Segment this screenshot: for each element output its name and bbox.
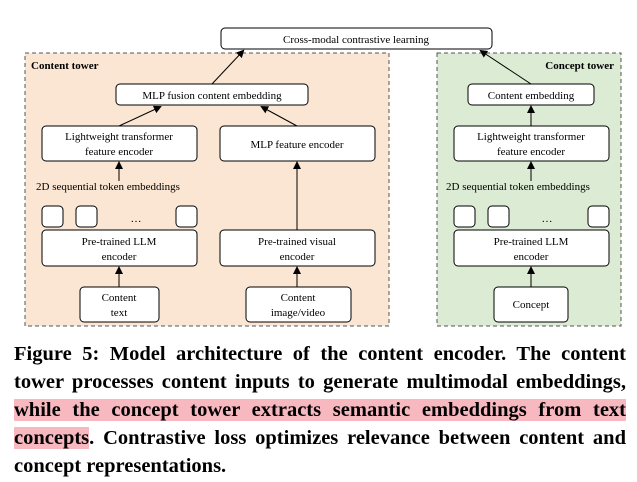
concept-token-box — [453, 205, 476, 228]
arrow-mlp-feature-to-fusion — [260, 106, 298, 127]
visual-encoder-label-line1: Pre-trained visual — [258, 236, 336, 248]
concept-llm-label-line1: Pre-trained LLM — [494, 236, 569, 248]
architecture-diagram: Content tower Concept tower Cross-modal … — [24, 27, 622, 327]
concept-transformer-label-line2: feature encoder — [497, 146, 565, 158]
arrow-transformer-to-fusion — [118, 105, 162, 127]
content-transformer-label-line2: feature encoder — [85, 146, 153, 158]
arrow-mlp-fusion-to-top — [211, 49, 245, 85]
concept-llm-label-line2: encoder — [514, 251, 549, 263]
content-image-label-line1: Content — [281, 292, 316, 304]
contrastive-learning-label: Cross-modal contrastive learning — [283, 34, 430, 46]
content-image-input-box — [245, 286, 352, 323]
content-transformer-label-line1: Lightweight transformer — [65, 131, 173, 143]
content-token-box — [175, 205, 198, 228]
concept-token-box — [587, 205, 610, 228]
arrow-concept-to-top — [479, 49, 532, 85]
content-llm-label-line2: encoder — [102, 251, 137, 263]
content-text-label-line2: text — [111, 307, 128, 319]
concept-transformer-label-line1: Lightweight transformer — [477, 131, 585, 143]
content-token-ellipsis: … — [131, 213, 142, 225]
concept-token-embeddings-label: 2D sequential token embeddings — [446, 181, 590, 193]
content-token-box — [41, 205, 64, 228]
figure-caption: Figure 5: Model architecture of the cont… — [14, 340, 626, 480]
mlp-fusion-label: MLP fusion content embedding — [142, 90, 282, 102]
content-token-embeddings-label: 2D sequential token embeddings — [36, 181, 180, 193]
content-token-box — [75, 205, 98, 228]
content-image-label-line2: image/video — [271, 307, 326, 319]
concept-embedding-label: Content embedding — [488, 90, 575, 102]
concept-tower-title: Concept tower — [545, 60, 614, 72]
visual-encoder-label-line2: encoder — [280, 251, 315, 263]
mlp-feature-label: MLP feature encoder — [250, 139, 343, 151]
concept-input-label: Concept — [513, 299, 550, 311]
concept-token-ellipsis: … — [542, 213, 553, 225]
concept-token-box — [487, 205, 510, 228]
content-text-label-line1: Content — [102, 292, 137, 304]
contrastive-learning-box — [220, 27, 493, 50]
caption-text-end: . Contrastive loss optimizes relevance b… — [14, 427, 626, 477]
content-tower-title: Content tower — [31, 60, 99, 72]
caption-text-start: Figure 5: Model architecture of the cont… — [14, 343, 626, 393]
content-llm-label-line1: Pre-trained LLM — [82, 236, 157, 248]
